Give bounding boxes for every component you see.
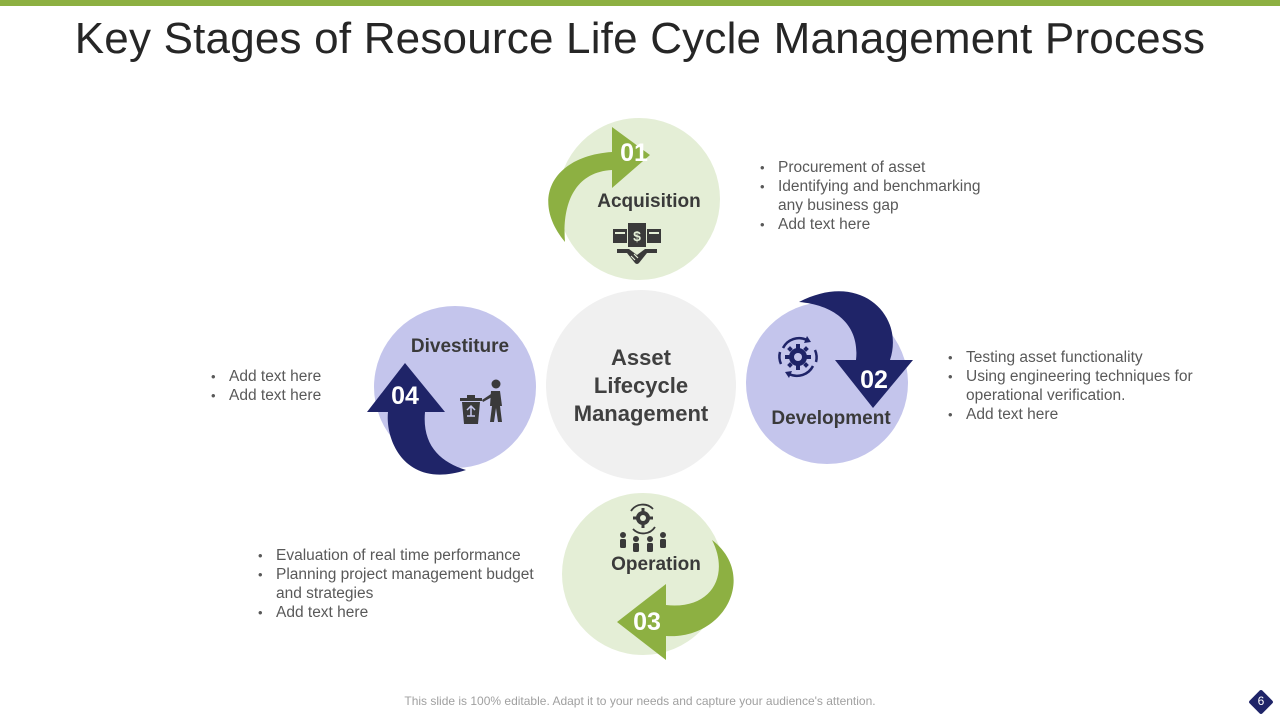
divestiture-bullets: Add text here Add text here: [210, 367, 360, 405]
center-line-2: Lifecycle: [593, 373, 689, 398]
operation-bullet: Evaluation of real time performance: [257, 546, 547, 565]
acquisition-bullet: Identifying and benchmarking any busines…: [759, 177, 1004, 215]
center-line-1: Asset: [611, 345, 671, 370]
stage-label-acquisition: Acquisition: [597, 191, 701, 212]
disposal-person-icon: [460, 379, 502, 424]
development-bullet: Using engineering techniques for operati…: [947, 367, 1197, 405]
page-number-badge: 6: [1248, 689, 1274, 715]
svg-text:$: $: [633, 228, 641, 244]
operation-bullet: Planning project management budget and s…: [257, 565, 547, 603]
divestiture-bullet: Add text here: [210, 367, 360, 386]
gear-team-icon: [620, 503, 666, 552]
stage-label-operation: Operation: [611, 554, 701, 575]
slide-title: Key Stages of Resource Life Cycle Manage…: [74, 14, 1206, 63]
operation-bullet: Add text here: [257, 603, 547, 622]
handshake-money-icon: $: [613, 223, 661, 264]
operation-bullets: Evaluation of real time performance Plan…: [257, 546, 547, 622]
gear-cycle-icon: [778, 336, 818, 378]
development-bullet: Testing asset functionality: [947, 348, 1197, 367]
acquisition-bullet: Procurement of asset: [759, 158, 1004, 177]
development-bullet: Add text here: [947, 405, 1197, 424]
stage-label-development: Development: [771, 408, 891, 429]
center-label: Asset Lifecycle Management: [546, 344, 736, 428]
divestiture-bullet: Add text here: [210, 386, 360, 405]
center-line-3: Management: [573, 401, 709, 426]
page-number: 6: [1257, 694, 1265, 708]
acquisition-bullets: Procurement of asset Identifying and ben…: [759, 158, 1004, 234]
footer-note: This slide is 100% editable. Adapt it to…: [404, 694, 876, 708]
acquisition-circle: [558, 118, 720, 280]
acquisition-bullet: Add text here: [759, 215, 1004, 234]
stage-number-02: 02: [860, 366, 888, 394]
stage-number-01: 01: [620, 139, 648, 167]
stage-label-divestiture: Divestiture: [410, 336, 510, 357]
stage-number-04: 04: [391, 382, 419, 410]
center-circle: [546, 290, 736, 480]
stage-number-03: 03: [633, 608, 661, 636]
top-accent-bar: [0, 0, 1280, 6]
development-bullets: Testing asset functionality Using engine…: [947, 348, 1197, 424]
